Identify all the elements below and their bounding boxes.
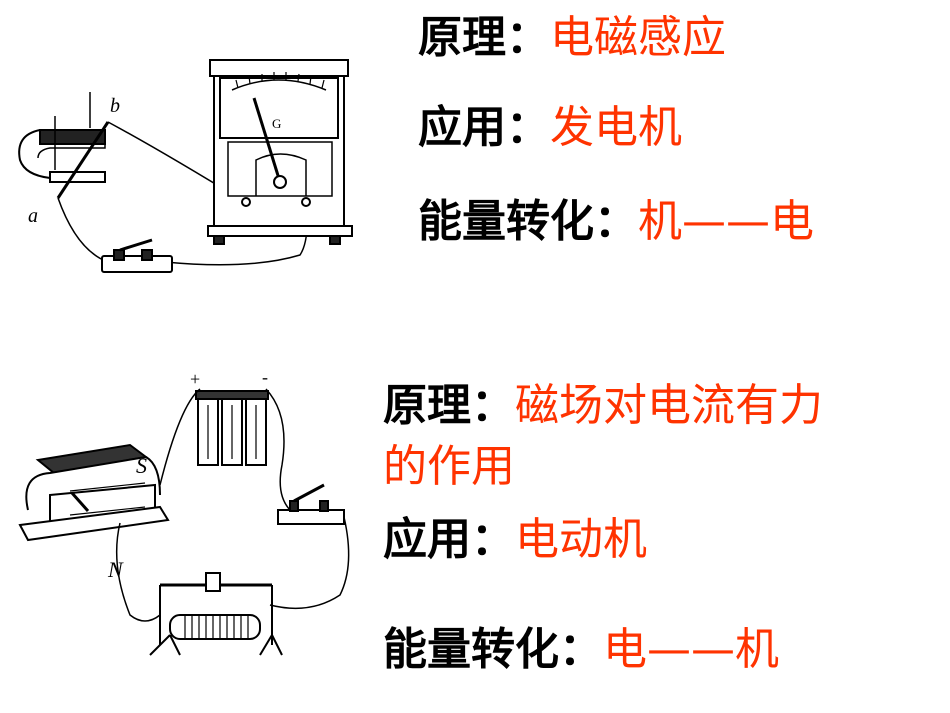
- principle-label: 原理：: [418, 12, 550, 63]
- motor-apparatus-figure: S N + -: [10, 367, 370, 690]
- energy-value: 机——电: [638, 196, 814, 247]
- galvanometer: [208, 60, 352, 244]
- motor-principle-line-2: 的作用: [383, 445, 515, 489]
- application-label: 应用：: [418, 102, 550, 153]
- principle-value: 电磁感应: [550, 12, 726, 63]
- wire-magnet-to-battery: [160, 389, 200, 485]
- label-plus: +: [190, 369, 200, 389]
- motor-energy-line: 能量转化：电——机: [383, 628, 779, 672]
- motor-application-line: 应用：电动机: [383, 518, 647, 562]
- induction-apparatus-figure: b a G: [10, 50, 370, 290]
- generator-energy-line: 能量转化：机——电: [418, 200, 814, 244]
- wire-a-to-switch: [58, 198, 120, 265]
- label-a: a: [28, 205, 38, 227]
- label-s: S: [136, 453, 147, 478]
- energy-value: 电——机: [603, 624, 779, 675]
- wire-battery-to-switch: [266, 389, 290, 510]
- label-n: N: [107, 557, 124, 582]
- application-value: 电动机: [515, 514, 647, 565]
- principle-label: 原理：: [383, 380, 515, 431]
- principle-value-line1: 磁场对电流有力: [515, 380, 823, 431]
- switch: [102, 240, 172, 272]
- generator-principle-line: 原理：电磁感应: [418, 16, 726, 60]
- generator-application-line: 应用：发电机: [418, 106, 682, 150]
- battery: [196, 391, 268, 465]
- wire-switch-to-rheostat: [270, 517, 349, 608]
- switch: [278, 485, 344, 524]
- motor-principle-line: 原理：磁场对电流有力: [383, 384, 823, 428]
- application-label: 应用：: [383, 514, 515, 565]
- principle-value-line2: 的作用: [383, 441, 515, 492]
- conductor-rod: [58, 122, 108, 198]
- energy-label: 能量转化：: [418, 196, 638, 247]
- rheostat: [150, 573, 282, 655]
- application-value: 发电机: [550, 102, 682, 153]
- label-minus: -: [262, 367, 268, 387]
- energy-label: 能量转化：: [383, 624, 603, 675]
- magnet-on-base: [20, 445, 168, 540]
- label-g: G: [272, 116, 281, 131]
- wire-magnet-to-rheostat: [117, 523, 160, 621]
- label-b: b: [110, 95, 120, 117]
